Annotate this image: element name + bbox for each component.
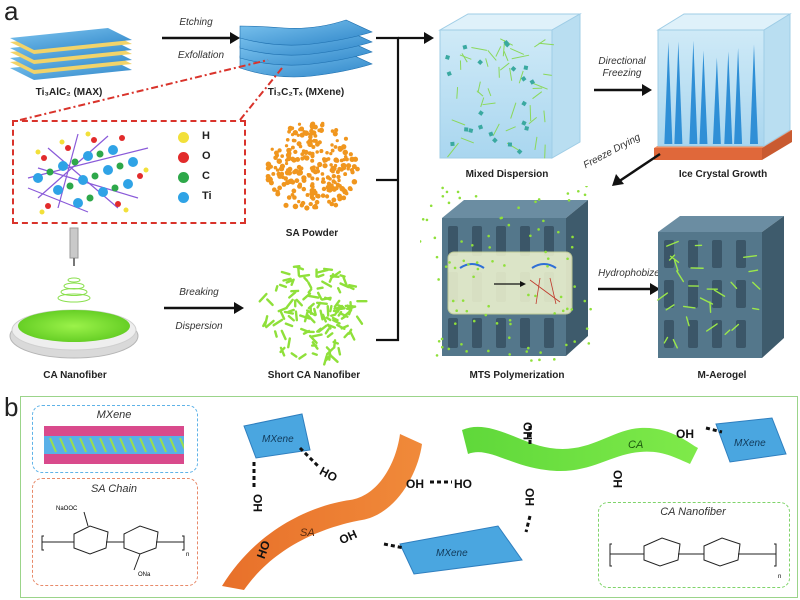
ho-label-1: HO [251,494,265,512]
ca-nanofiber-box [598,502,790,588]
hydrophobize-arrow [598,283,660,295]
short-ca-nanofiber-label: Short CA Nanofiber [267,370,361,381]
legend-dot-ti [178,192,189,203]
oh-label-3: OH [676,427,694,441]
ice-crystal-label: Ice Crystal Growth [678,169,768,180]
mxene-layer-illustration [44,426,184,464]
atomic-lattice-illustration [27,131,149,215]
ho-label-4: HO [254,539,273,561]
max-label: Ti₃AlC₂ (MAX) [35,87,103,98]
etching-label: Etching [179,17,213,28]
ho-label-6: HO [611,470,625,488]
sa-chain-n: n [186,552,189,558]
ho-label-5: HO [521,422,535,440]
legend-dot-h [178,132,189,143]
ca-nanofiber-label: CA Nanofiber [43,370,107,381]
sa-chain-title: SA Chain [90,483,138,495]
mxene-sheet-1-label: MXene [262,434,294,445]
mxene-structure-box [32,405,198,473]
ca-nanofiber-title: CA Nanofiber [660,506,726,518]
m-aerogel-illustration [656,216,784,358]
sa-chain-naooc: NaOOC [56,506,78,512]
panel-b-frame [20,396,798,598]
exfoliation-label: Exfollation [177,50,225,61]
hydrogen-bond-network: SA CA MXene MXene MXene HO HO OH HO OH H… [222,413,787,590]
sa-chain-structure: NaOOC ONa n [41,506,189,578]
short-ca-nanofiber-illustration [258,265,368,366]
legend-dot-o [178,152,189,163]
freezing-label: Freezing [602,68,642,79]
oh-label-1: OH [406,477,424,491]
legend-item-h: H [178,130,234,146]
oh-label-2: OH [337,527,359,547]
zoom-connectors [19,59,283,121]
mixed-dispersion-label: Mixed Dispersion [465,169,549,180]
max-stack-illustration [10,28,132,80]
ho-label-2: HO [317,464,339,485]
mixed-dispersion-cube [438,13,582,159]
mts-polymerization-illustration [420,186,592,362]
mxene-sheet-2-label: MXene [436,548,468,559]
atomic-structure-box [12,120,246,224]
legend-label-ti: Ti [202,190,212,202]
directional-label: Directional [598,56,646,67]
dispersion-label: Dispersion [175,321,223,332]
sa-powder-label: SA Powder [285,228,339,239]
panel-b-letter: b [4,392,19,422]
electrospinning-illustration [9,227,139,359]
ho-label-7: HO [523,488,537,506]
ca-nanofiber-structure: n [609,537,781,580]
legend-item-c: C [178,170,234,186]
panel-a-letter: a [4,0,19,26]
mxene-box-title: MXene [96,409,132,421]
legend-dot-c [178,172,189,183]
ho-label-3: HO [454,477,472,491]
mts-polymerization-label: MTS Polymerization [469,370,565,381]
sa-powder-illustration [265,121,360,211]
legend-label-c: C [202,170,210,182]
ca-band-label: CA [628,439,643,451]
legend-item-ti: Ti [178,190,234,206]
hydrophobize-label: Hydrophobize [598,268,660,279]
sa-chain-box [32,478,198,586]
merge-bracket [376,32,434,342]
mxene-label: Ti₃C₂Tₓ (MXene) [267,87,345,98]
mxene-sheet-3-label: MXene [734,438,766,449]
sa-chain-ona: ONa [138,572,151,578]
ca-structure-n: n [778,574,781,580]
etching-arrow [162,32,240,44]
breaking-arrow [164,302,244,314]
freeze-drying-arrow [612,152,661,186]
sa-band-label: SA [300,527,315,539]
legend-label-o: O [202,150,211,162]
directional-freezing-arrow [594,84,652,96]
breaking-label: Breaking [179,287,219,298]
mxene-stack-illustration [239,19,373,78]
legend-item-o: O [178,150,234,166]
m-aerogel-label: M-Aerogel [697,370,747,381]
legend-label-h: H [202,130,210,142]
ice-crystal-cube [654,13,792,160]
